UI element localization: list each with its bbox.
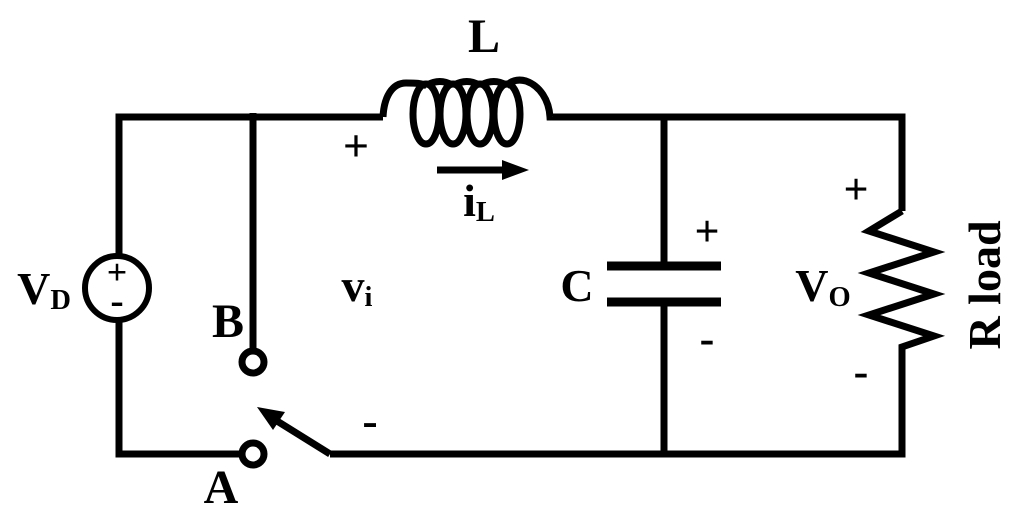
capacitor-symbol — [607, 261, 721, 307]
input-minus-sign: - — [362, 395, 378, 446]
switch-terminal-b-label: B — [211, 295, 245, 348]
wire-top-left — [115, 113, 383, 256]
switch-symbol — [238, 347, 332, 469]
wire-bottom-left — [115, 320, 241, 458]
voltage-source-symbol — [82, 253, 152, 323]
input-plus-sign: + — [342, 120, 370, 171]
source-plus-sign: + — [106, 252, 128, 292]
source-label: VD — [17, 263, 71, 317]
output-minus-sign: - — [853, 347, 869, 396]
wire-top-right — [553, 113, 906, 211]
load-label: R load — [959, 220, 1010, 350]
inductor-coil — [379, 76, 554, 148]
capacitor-minus-sign: - — [699, 314, 715, 363]
capacitor-plus-sign: + — [694, 207, 720, 256]
output-plus-sign: + — [843, 165, 869, 214]
inductor-label: L — [467, 10, 501, 63]
inductor-current-arrow — [437, 160, 529, 180]
capacitor-label: C — [560, 260, 594, 311]
input-voltage-label: vi — [341, 260, 373, 314]
resistor-symbol — [330, 208, 946, 458]
output-voltage-label: VO — [795, 260, 851, 314]
switch-terminal-a-label: A — [203, 461, 239, 514]
inductor-current-label: iL — [463, 175, 495, 229]
source-minus-sign: - — [110, 278, 124, 323]
